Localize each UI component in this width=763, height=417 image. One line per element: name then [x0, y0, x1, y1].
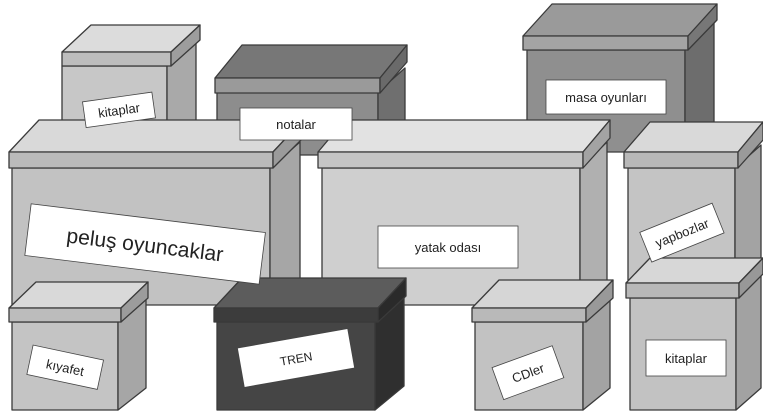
svg-text:kitaplar: kitaplar — [665, 351, 708, 366]
label-pelus-oyuncaklar: peluş oyuncaklar — [24, 203, 266, 285]
label-tren: TREN — [236, 328, 356, 388]
box-cdler — [471, 279, 614, 411]
box-kitaplar-bottom — [625, 257, 763, 411]
label-masa-oyunlari: masa oyunları — [545, 79, 667, 115]
label-kiyafet: kıyafet — [26, 344, 104, 390]
svg-text:TREN: TREN — [279, 349, 314, 368]
box-yapbozlar — [623, 121, 763, 281]
label-cdler: CDler — [491, 345, 565, 401]
svg-text:kitaplar: kitaplar — [97, 100, 141, 121]
svg-text:yatak odası: yatak odası — [415, 240, 482, 255]
box-kiyafet — [8, 281, 149, 411]
svg-text:notalar: notalar — [276, 117, 316, 132]
label-kitaplar-top: kitaplar — [82, 91, 156, 129]
box-yatak-odasi — [317, 119, 611, 306]
svg-text:masa oyunları: masa oyunları — [565, 90, 647, 105]
label-yatak-odasi: yatak odası — [377, 225, 519, 269]
label-notalar: notalar — [239, 107, 353, 141]
label-kitaplar-bottom: kitaplar — [645, 339, 727, 377]
